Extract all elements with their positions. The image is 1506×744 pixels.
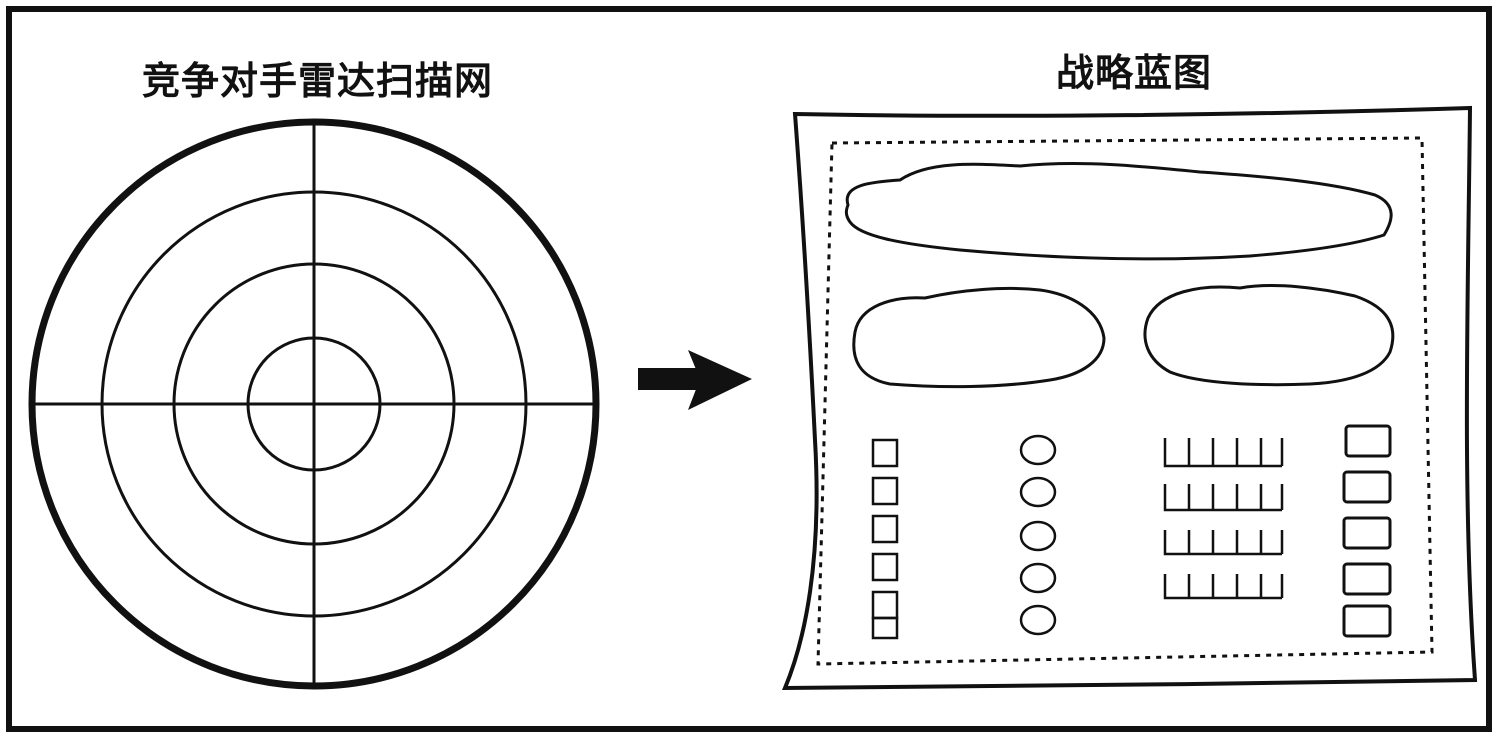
cloud-top	[844, 162, 1393, 261]
large-box	[1342, 516, 1392, 550]
oval	[1019, 520, 1057, 552]
tick-bar-row	[1163, 438, 1284, 468]
blueprint-title: 战略蓝图	[1056, 51, 1213, 95]
radar-outer-ring	[28, 118, 600, 690]
oval	[1019, 476, 1057, 508]
tick-bar-row	[1163, 530, 1284, 556]
large-box	[1344, 424, 1392, 458]
radar-title: 竞争对手雷达扫描网	[142, 59, 494, 103]
small-box	[871, 590, 899, 620]
tick-bar-row	[1163, 484, 1284, 512]
column-large-boxes	[1342, 424, 1392, 638]
cloud-middle-right	[1143, 284, 1395, 387]
blueprint-dashed-border	[816, 136, 1434, 666]
small-box	[871, 616, 899, 640]
large-box	[1342, 562, 1392, 596]
blueprint-paper-outline	[781, 105, 1478, 691]
small-box	[871, 476, 899, 506]
large-box	[1342, 470, 1392, 504]
large-box	[1342, 604, 1392, 638]
radar-scan-icon	[28, 118, 600, 690]
oval	[1019, 562, 1057, 594]
column-small-boxes	[871, 438, 899, 640]
small-box	[871, 514, 899, 544]
tick-bar-row	[1163, 574, 1284, 600]
blueprint-sheet-icon	[781, 105, 1478, 691]
column-tick-bars	[1163, 438, 1284, 600]
column-ovals	[1019, 434, 1057, 636]
oval	[1019, 604, 1057, 636]
small-box	[871, 552, 899, 582]
right-arrow-icon	[638, 350, 752, 410]
oval	[1019, 434, 1057, 466]
cloud-middle-left	[852, 286, 1106, 389]
small-box	[871, 438, 899, 468]
